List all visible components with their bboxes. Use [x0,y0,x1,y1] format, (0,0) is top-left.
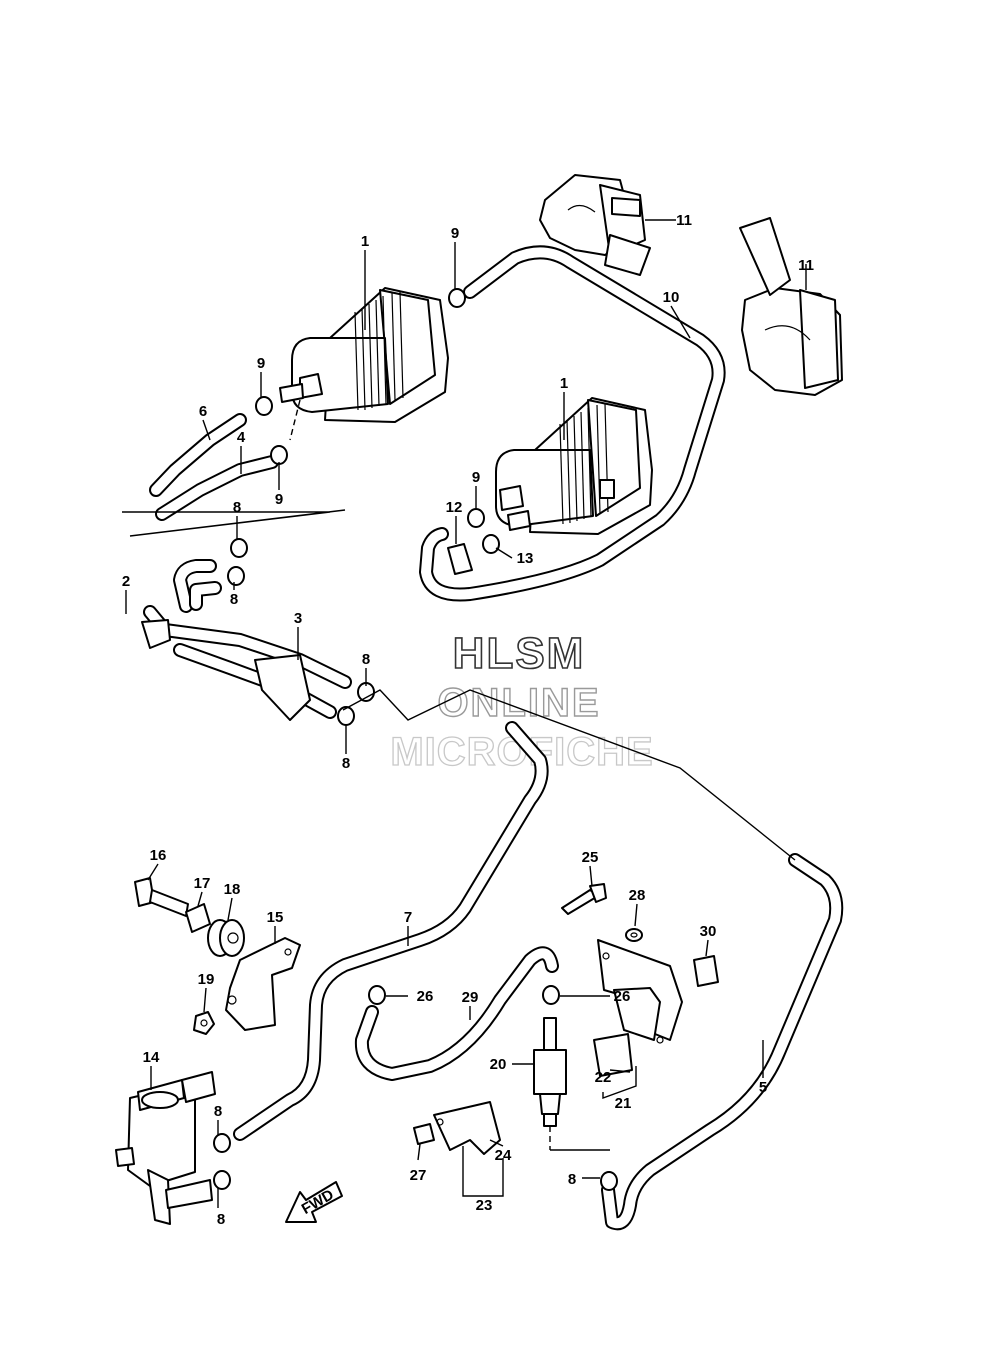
callout-15: 15 [267,909,284,926]
callout-24: 24 [495,1147,512,1164]
hose-clips [213,288,618,1191]
hose-6 [149,413,247,497]
clamp-24 [433,1101,501,1155]
bracket-right [739,217,843,396]
callout-8-e: 8 [214,1103,222,1120]
callout-11-right: 11 [798,257,814,274]
callout-9-d: 9 [472,469,480,486]
callout-30: 30 [700,923,717,940]
callout-8-a: 8 [233,499,241,516]
fuel-filter-20 [533,1017,567,1127]
callout-22: 22 [595,1069,612,1086]
watermark-line-2: ONLINE [437,681,600,725]
callout-19: 19 [198,971,215,988]
bracket-15 [225,937,301,1031]
fwd-arrow: FWD [285,1181,343,1223]
callout-7: 7 [404,909,412,926]
callout-8-b: 8 [230,591,238,608]
bolt-16 [134,877,189,917]
screw-27 [413,1123,435,1145]
nut-19 [193,1011,215,1035]
hose-5 [601,853,844,1231]
rivet-25 [561,883,607,915]
callout-16: 16 [150,847,167,864]
callout-17: 17 [194,875,211,892]
callout-9-a: 9 [451,225,459,242]
callout-27: 27 [410,1167,427,1184]
canister-upper [279,287,449,423]
washer-28 [625,928,643,942]
solenoid-valve-14 [115,1071,216,1225]
pipe-assembly-3 [141,559,352,721]
watermark-line-1: HLSM [453,629,586,678]
callout-12: 12 [446,499,463,516]
callout-8-d: 8 [342,755,350,772]
watermark: HLSM ONLINE MICROFICHE [390,628,654,774]
callout-11-upper: 11 [676,212,692,229]
callout-18: 18 [224,881,241,898]
hose-10 [419,245,726,602]
grommet-18 [207,919,245,957]
hose-7 [233,721,549,1141]
collar-17 [185,903,211,933]
callout-5: 5 [759,1079,767,1096]
callout-25: 25 [582,849,599,866]
callout-26-right: 26 [614,988,631,1005]
bracket-21 [597,939,683,1044]
hose-4 [155,455,279,521]
callout-28: 28 [629,887,646,904]
callout-6: 6 [199,403,207,420]
hose-29 [354,946,559,1081]
callout-1-upper: 1 [361,233,369,250]
callout-2: 2 [122,573,130,590]
callout-8-g: 8 [568,1171,576,1188]
callout-20: 20 [490,1056,507,1073]
callout-3: 3 [294,610,302,627]
callout-26-left: 26 [417,988,434,1005]
callout-4: 4 [237,429,246,446]
callout-13: 13 [517,550,534,567]
callout-14: 14 [143,1049,160,1066]
callout-8-c: 8 [362,651,370,668]
callout-23: 23 [476,1197,493,1214]
callout-1-lower: 1 [560,375,568,392]
callout-8-f: 8 [217,1211,225,1228]
callout-9-c: 9 [275,491,283,508]
callout-10: 10 [663,289,680,306]
callout-21: 21 [615,1095,632,1112]
clip-22 [593,1033,633,1077]
callout-9-b: 9 [257,355,265,372]
callout-labels: 1 1 2 3 4 5 6 7 8 8 8 8 8 8 8 9 9 9 9 10… [122,212,814,1228]
callout-29: 29 [462,989,479,1006]
grommet-30 [693,955,719,987]
leader-lines [125,219,807,1208]
canister-lower [495,397,653,535]
bracket-upper [539,174,651,276]
